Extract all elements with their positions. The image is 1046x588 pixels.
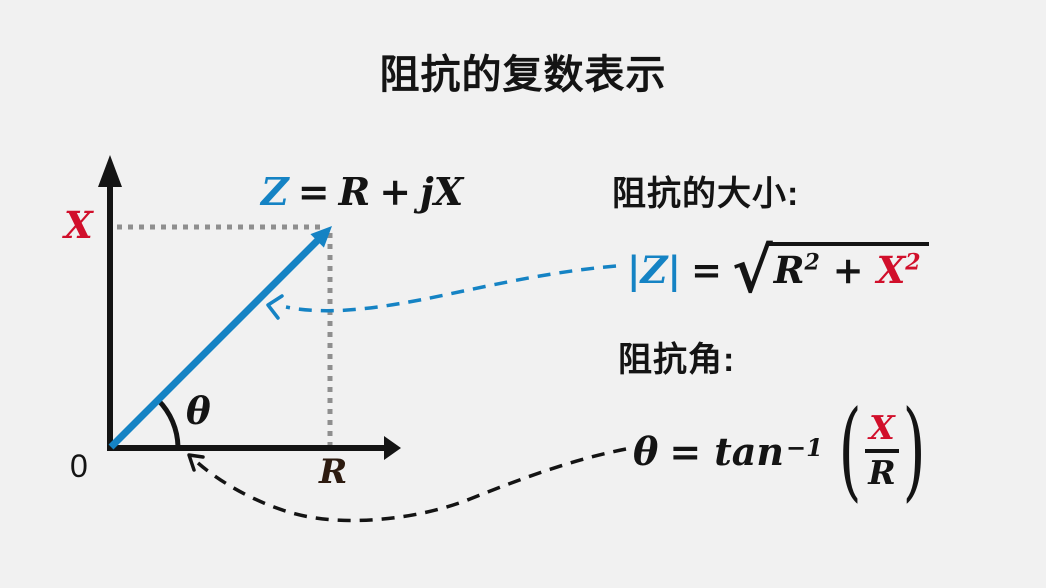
impedance-vector xyxy=(108,226,332,450)
magnitude-header: 阻抗的大小: xyxy=(612,175,800,213)
vector-formula-equals: = xyxy=(297,169,330,214)
angle-connector-arrowhead xyxy=(187,453,205,472)
vector-formula: Z=R+jX xyxy=(261,169,463,214)
fraction-denominator-r: R xyxy=(868,453,896,492)
horizontal-axis xyxy=(107,436,401,460)
vertical-axis-arrowhead xyxy=(98,155,122,187)
vector-formula-r: R xyxy=(338,169,371,214)
radicand-x: X xyxy=(876,248,906,292)
origin-label: 0 xyxy=(70,448,88,484)
vector-formula-plus: + xyxy=(379,169,412,214)
vertical-axis xyxy=(98,155,122,451)
radicand: R2 + X2 xyxy=(768,242,929,294)
angle-formula: θ = tan −1 ( X R ) xyxy=(633,394,927,508)
magnitude-formula-lhs: |Z| xyxy=(627,248,681,292)
magnitude-formula-equals: = xyxy=(690,248,722,292)
magnitude-connector-arrowhead xyxy=(266,294,284,320)
close-paren: ) xyxy=(902,388,926,514)
page-title: 阻抗的复数表示 xyxy=(379,53,667,97)
horizontal-axis-arrowhead xyxy=(384,436,401,460)
theta-arc xyxy=(155,397,181,450)
radicand-r: R xyxy=(773,248,805,292)
theta-label: θ xyxy=(186,389,211,433)
fraction-bar xyxy=(864,449,899,453)
magnitude-formula: |Z| = √ R2 + X2 xyxy=(627,220,929,302)
radicand-plus: + xyxy=(832,248,864,292)
angle-formula-equals: = xyxy=(669,428,702,474)
angle-formula-tan: tan xyxy=(714,428,785,474)
open-paren: ( xyxy=(838,388,862,514)
vector-formula-jx: jX xyxy=(420,169,464,214)
r-axis-label: R xyxy=(319,452,348,492)
impedance-vector-arrowhead xyxy=(310,226,332,248)
radicand-r-exponent: 2 xyxy=(804,249,820,276)
angle-connector-arrow xyxy=(187,447,627,523)
x-over-r-fraction: X R xyxy=(864,408,899,492)
radical-sign: √ xyxy=(731,234,773,307)
angle-formula-tan-exponent: −1 xyxy=(786,432,823,462)
magnitude-connector-arrow xyxy=(266,264,617,320)
angle-header: 阻抗角: xyxy=(618,341,736,379)
radicand-x-exponent: 2 xyxy=(905,249,921,276)
angle-formula-theta: θ xyxy=(633,428,659,474)
fraction-numerator-x: X xyxy=(869,408,895,448)
vector-formula-z: Z xyxy=(261,169,289,214)
x-axis-label: X xyxy=(64,203,93,247)
